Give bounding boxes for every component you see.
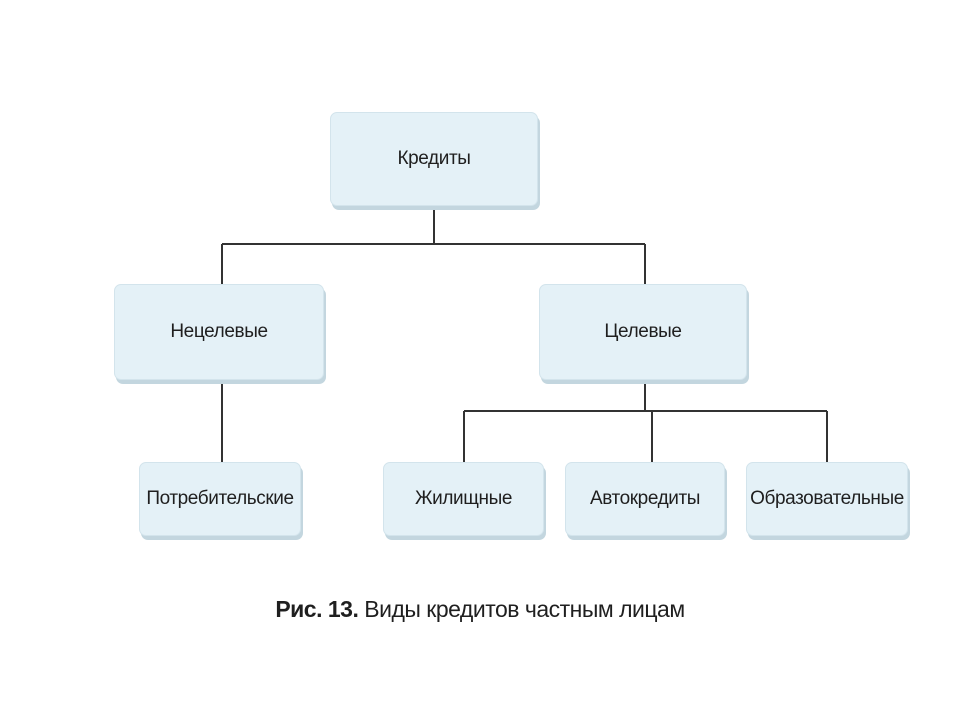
figure-caption-label: Рис. 13. — [275, 596, 359, 622]
node-auto-label: Автокредиты — [589, 488, 701, 509]
node-consumer-label: Потребительские — [146, 488, 294, 509]
node-non-target: Нецелевые — [114, 284, 324, 380]
figure-caption: Рис. 13. Виды кредитов частным лицам — [0, 596, 960, 623]
node-non-target-label: Нецелевые — [170, 321, 268, 342]
node-credits: Кредиты — [330, 112, 538, 206]
node-education-label: Образовательные — [750, 488, 904, 509]
node-housing-label: Жилищные — [414, 488, 512, 509]
node-housing: Жилищные — [383, 462, 544, 536]
node-education: Образовательные — [746, 462, 908, 536]
figure-caption-text: Виды кредитов частным лицам — [364, 596, 685, 622]
node-auto: Автокредиты — [565, 462, 725, 536]
node-credits-label: Кредиты — [397, 148, 471, 169]
node-target-label: Целевые — [604, 321, 682, 342]
node-consumer: Потребительские — [139, 462, 301, 536]
node-target: Целевые — [539, 284, 747, 380]
